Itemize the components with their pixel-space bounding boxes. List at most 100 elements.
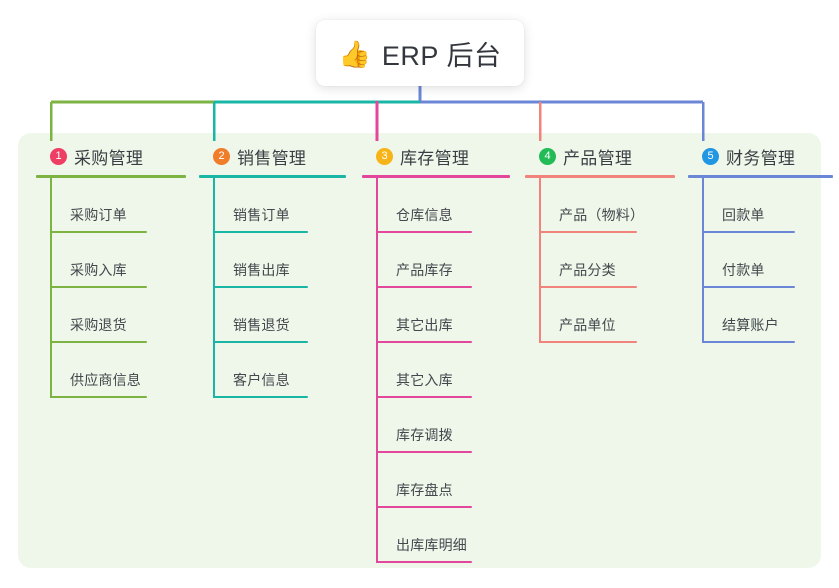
branches-panel	[18, 133, 821, 568]
branch-number-badge: 3	[376, 147, 393, 165]
branch-underline	[362, 175, 510, 178]
branch-underline	[36, 175, 186, 178]
branch-number-badge: 5	[702, 147, 719, 165]
leaf-node[interactable]: 销售退货	[199, 288, 346, 343]
leaf-node-underline	[376, 451, 472, 453]
leaf-node-label: 产品单位	[559, 317, 616, 333]
branch-title: 产品管理	[563, 148, 633, 168]
branch-spine	[376, 178, 378, 563]
branch-underline	[688, 175, 833, 178]
leaf-node-underline	[376, 506, 472, 508]
leaf-node-label: 供应商信息	[70, 372, 141, 388]
leaf-node-label: 回款单	[722, 207, 765, 223]
leaf-node[interactable]: 回款单	[688, 178, 833, 233]
branch-underline	[525, 175, 675, 178]
leaf-node[interactable]: 库存盘点	[362, 453, 510, 508]
leaf-node-underline	[702, 341, 795, 343]
leaf-node-label: 库存盘点	[396, 482, 453, 498]
leaf-node-underline	[376, 286, 472, 288]
leaf-node-underline	[702, 231, 795, 233]
leaf-node[interactable]: 出库库明细	[362, 508, 510, 563]
branch-title: 采购管理	[74, 148, 144, 168]
branch-header-3[interactable]: 3 库存管理	[362, 143, 510, 169]
branch-leaf-list: 销售订单销售出库销售退货客户信息	[199, 178, 346, 398]
leaf-node[interactable]: 采购退货	[36, 288, 186, 343]
leaf-node-label: 采购入库	[70, 262, 127, 278]
leaf-node-label: 销售订单	[233, 207, 290, 223]
leaf-node-label: 其它入库	[396, 372, 453, 388]
branch-leaf-list: 回款单付款单结算账户	[688, 178, 833, 343]
leaf-node-underline	[539, 231, 637, 233]
leaf-node-underline	[50, 341, 147, 343]
leaf-node-label: 结算账户	[722, 317, 779, 333]
leaf-node[interactable]: 供应商信息	[36, 343, 186, 398]
leaf-node[interactable]: 采购订单	[36, 178, 186, 233]
leaf-node-underline	[50, 231, 147, 233]
leaf-node-underline	[50, 396, 147, 398]
leaf-node-underline	[376, 231, 472, 233]
branch-leaf-list: 产品（物料） 产品分类产品单位	[525, 178, 675, 343]
leaf-node-label: 产品分类	[559, 262, 616, 278]
leaf-node[interactable]: 销售出库	[199, 233, 346, 288]
branch-column-4: 4 产品管理产品（物料） 产品分类产品单位	[525, 143, 675, 343]
leaf-node[interactable]: 客户信息	[199, 343, 346, 398]
leaf-node-underline	[376, 396, 472, 398]
leaf-node-label: 采购订单	[70, 207, 127, 223]
leaf-node-underline	[702, 286, 795, 288]
root-node-title: ERP 后台	[381, 40, 502, 71]
leaf-node-label: 产品（物料）	[559, 207, 645, 223]
branch-number-badge: 1	[50, 147, 67, 165]
branch-header-1[interactable]: 1 采购管理	[36, 143, 186, 169]
leaf-node[interactable]: 库存调拨	[362, 398, 510, 453]
branch-column-3: 3 库存管理仓库信息产品库存其它出库其它入库库存调拨库存盘点出库库明细	[362, 143, 510, 563]
leaf-node-label: 仓库信息	[396, 207, 453, 223]
branch-spine	[50, 178, 52, 398]
leaf-node[interactable]: 其它入库	[362, 343, 510, 398]
branch-column-1: 1 采购管理采购订单采购入库采购退货供应商信息	[36, 143, 186, 398]
leaf-node-underline	[539, 341, 637, 343]
branch-number-badge: 4	[539, 147, 556, 165]
leaf-node-underline	[376, 341, 472, 343]
branch-header-5[interactable]: 5 财务管理	[688, 143, 833, 169]
branch-underline	[199, 175, 346, 178]
leaf-node[interactable]: 其它出库	[362, 288, 510, 343]
leaf-node-label: 客户信息	[233, 372, 290, 388]
branch-spine	[213, 178, 215, 398]
leaf-node[interactable]: 结算账户	[688, 288, 833, 343]
root-node-content: 👍 ERP 后台	[339, 34, 502, 73]
branch-title: 财务管理	[726, 148, 796, 168]
branch-header-4[interactable]: 4 产品管理	[525, 143, 675, 169]
leaf-node-label: 采购退货	[70, 317, 127, 333]
leaf-node-underline	[376, 561, 472, 563]
leaf-node[interactable]: 产品分类	[525, 233, 675, 288]
branch-title: 销售管理	[237, 148, 307, 168]
leaf-node-label: 其它出库	[396, 317, 453, 333]
branch-spine	[539, 178, 541, 343]
leaf-node-label: 产品库存	[396, 262, 453, 278]
leaf-node[interactable]: 产品（物料）	[525, 178, 675, 233]
branch-title: 库存管理	[400, 148, 470, 168]
leaf-node-underline	[213, 341, 308, 343]
leaf-node-label: 销售退货	[233, 317, 290, 333]
branch-number-badge: 2	[213, 147, 230, 165]
branch-spine	[702, 178, 704, 343]
branch-column-2: 2 销售管理销售订单销售出库销售退货客户信息	[199, 143, 346, 398]
leaf-node[interactable]: 销售订单	[199, 178, 346, 233]
leaf-node-label: 库存调拨	[396, 427, 453, 443]
leaf-node-underline	[213, 396, 308, 398]
thumbs-up-icon: 👍	[338, 39, 371, 69]
branch-column-5: 5 财务管理回款单付款单结算账户	[688, 143, 833, 343]
leaf-node[interactable]: 付款单	[688, 233, 833, 288]
root-node[interactable]: 👍 ERP 后台	[316, 20, 524, 86]
branch-header-2[interactable]: 2 销售管理	[199, 143, 346, 169]
leaf-node-underline	[213, 286, 308, 288]
leaf-node-underline	[539, 286, 637, 288]
branch-leaf-list: 采购订单采购入库采购退货供应商信息	[36, 178, 186, 398]
leaf-node[interactable]: 采购入库	[36, 233, 186, 288]
leaf-node[interactable]: 产品库存	[362, 233, 510, 288]
leaf-node-label: 销售出库	[233, 262, 290, 278]
leaf-node[interactable]: 产品单位	[525, 288, 675, 343]
leaf-node[interactable]: 仓库信息	[362, 178, 510, 233]
leaf-node-underline	[50, 286, 147, 288]
